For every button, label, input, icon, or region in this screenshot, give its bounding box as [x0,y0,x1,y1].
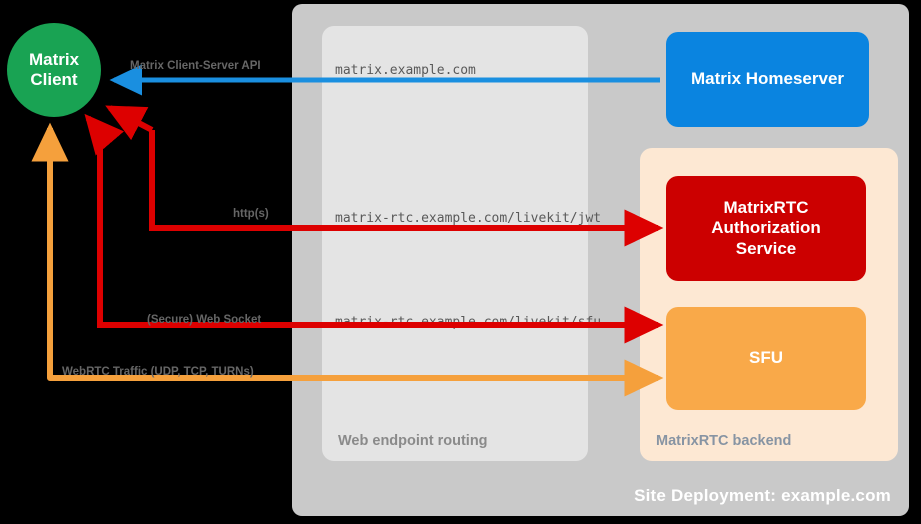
sfu-node[interactable]: SFU [666,307,866,410]
web-endpoint-routing-panel: Web endpoint routing [322,26,588,461]
matrix-client-label-line1: Matrix [28,50,80,70]
matrix-client-node[interactable]: Matrix Client [7,23,101,117]
matrix-homeserver-node[interactable]: Matrix Homeserver [666,32,869,127]
sfu-label: SFU [749,348,783,368]
connector-label-https: http(s) [233,208,269,220]
web-endpoint-routing-label: Web endpoint routing [338,433,488,449]
auth-service-label-line2: Authorization [711,218,821,238]
site-deployment-label: Site Deployment: example.com [634,486,891,505]
matrixrtc-backend-label: MatrixRTC backend [656,433,792,449]
endpoint-matrix-example-com: matrix.example.com [335,63,476,78]
matrix-homeserver-label: Matrix Homeserver [690,69,845,89]
matrixrtc-authorization-service-node[interactable]: MatrixRTC Authorization Service [666,176,866,281]
endpoint-livekit-jwt: matrix-rtc.example.com/livekit/jwt [335,211,602,226]
connector-label-secure-web-socket: (Secure) Web Socket [147,314,262,326]
auth-service-label-line3: Service [735,238,797,258]
auth-service-label-line1: MatrixRTC [723,197,809,217]
matrix-client-label-line2: Client [30,70,78,89]
connector-label-webrtc-traffic: WebRTC Traffic (UDP, TCP, TURNs) [62,366,254,378]
endpoint-livekit-sfu: matrix-rtc.example.com/livekit/sfu [335,315,602,330]
connector-label-matrix-client-server-api: Matrix Client-Server API [130,60,261,72]
